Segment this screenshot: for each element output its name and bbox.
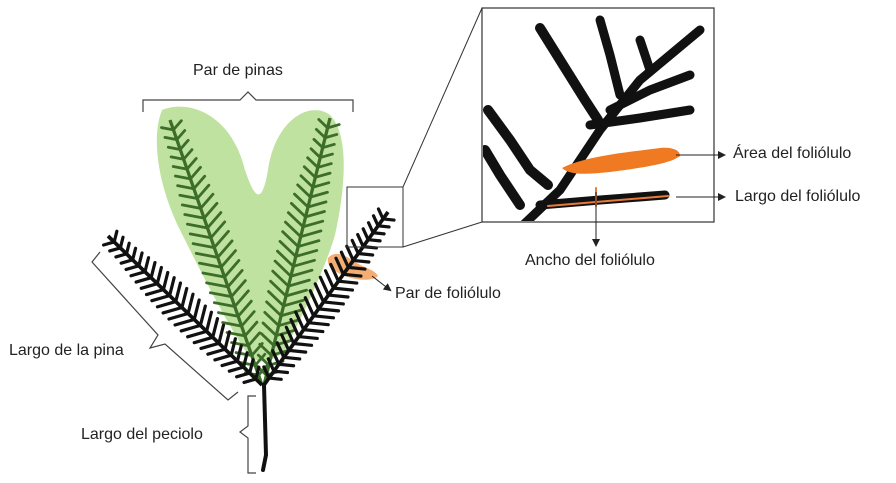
- label-largo-foliolulo: Largo del foliólulo: [735, 188, 860, 206]
- leaflet: [373, 233, 384, 234]
- leaflet: [250, 360, 253, 373]
- leaflet: [104, 242, 115, 245]
- leaflet: [326, 271, 334, 288]
- zoom-connector-top: [403, 8, 482, 187]
- leaflet: [194, 337, 212, 342]
- arrow-par-foliolulo: [372, 276, 390, 290]
- leaflet: [145, 258, 149, 272]
- leaflet: [333, 288, 352, 290]
- leaflet: [279, 364, 294, 365]
- leaflet: [328, 295, 347, 297]
- leaflet: [343, 274, 361, 276]
- leaflet: [194, 300, 199, 319]
- leaflet: [208, 349, 225, 354]
- leaflet: [152, 296, 170, 301]
- leaflet: [181, 325, 200, 331]
- leaflet: [299, 337, 318, 339]
- leaflet: [237, 373, 250, 377]
- leaflet: [188, 331, 207, 336]
- bracket-largo-peciolo: [240, 396, 256, 473]
- leaflet: [116, 254, 127, 257]
- leaflet: [136, 278, 151, 282]
- leaflet: [315, 284, 323, 302]
- label-area-foliolulo: Área del foliólulo: [733, 145, 851, 163]
- leaflet: [225, 332, 229, 349]
- leaflet: [200, 306, 205, 325]
- leaflet: [358, 235, 363, 247]
- leaflet: [157, 267, 161, 283]
- label-ancho-foliolulo: Ancho del foliólulo: [525, 252, 655, 270]
- leaflet: [163, 308, 182, 313]
- leaflet: [146, 290, 163, 295]
- leaflet: [170, 278, 175, 296]
- leaflet: [151, 263, 155, 278]
- leaflet: [176, 283, 181, 302]
- leaflet: [121, 260, 132, 263]
- leaflet: [175, 319, 194, 325]
- leaflet: [169, 313, 188, 319]
- leaflet: [141, 284, 157, 289]
- leaflet: [139, 253, 142, 266]
- leaflet: [289, 350, 306, 352]
- leaflet: [304, 330, 323, 332]
- leaflet: [131, 272, 145, 276]
- leaflet: [353, 260, 369, 262]
- leaflet: [213, 319, 218, 338]
- leaflet: [369, 223, 374, 233]
- leaflet: [182, 289, 187, 308]
- leaflet: [305, 298, 313, 316]
- leaflet: [324, 302, 344, 304]
- leaflet: [126, 243, 129, 254]
- leaflet: [222, 361, 237, 365]
- leaflet: [215, 355, 231, 360]
- leaflet: [207, 312, 212, 331]
- leaflet: [363, 229, 368, 240]
- leaflet: [319, 309, 339, 311]
- leaflet: [284, 357, 300, 359]
- leaflet: [274, 371, 287, 372]
- leaflet: [378, 226, 389, 227]
- zoom-inset: [482, 8, 714, 228]
- label-par-de-foliolulo: Par de foliólulo: [395, 285, 501, 303]
- leaflet: [320, 277, 328, 295]
- label-largo-peciolo: Largo del peciolo: [81, 426, 203, 444]
- zoom-connector-bottom: [403, 222, 482, 247]
- leaflet: [237, 346, 241, 361]
- leaflet: [114, 231, 117, 242]
- leaflet: [133, 248, 136, 260]
- leaflet: [338, 281, 356, 283]
- label-largo-pina: Largo de la pina: [9, 342, 124, 360]
- leaflet: [358, 254, 372, 255]
- leaflet: [269, 378, 281, 379]
- leaflet: [378, 209, 383, 219]
- leaflet: [383, 219, 394, 220]
- leaflet: [120, 237, 123, 248]
- leaflet: [219, 325, 224, 343]
- leaflet: [157, 302, 175, 307]
- label-par-de-pinas: Par de pinas: [193, 62, 283, 80]
- leaflet: [188, 294, 193, 313]
- leaflet: [314, 316, 334, 318]
- leaflet: [126, 266, 139, 270]
- leaflet: [309, 323, 329, 325]
- leaflet: [310, 291, 318, 309]
- petiole: [263, 385, 266, 470]
- leaflet: [368, 240, 380, 241]
- leaflet: [163, 273, 167, 290]
- leaflet: [201, 343, 219, 348]
- leaflet: [294, 343, 312, 345]
- leaflet: [244, 379, 256, 382]
- leaflet: [229, 367, 243, 371]
- leaflet: [374, 216, 379, 226]
- leaflet: [110, 248, 121, 251]
- leaflet: [348, 267, 365, 269]
